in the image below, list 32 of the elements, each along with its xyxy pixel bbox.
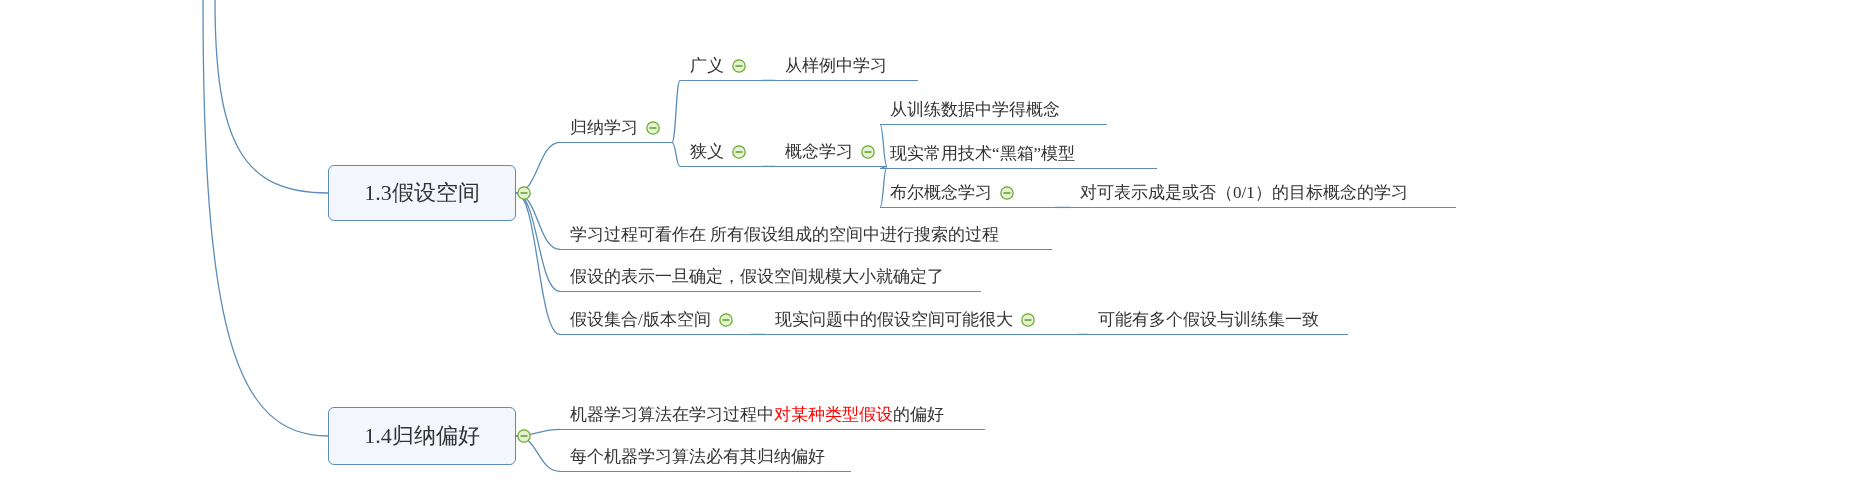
topic-text: 概念学习: [785, 142, 853, 161]
topic-text: 从样例中学习: [785, 56, 887, 75]
topic-text: 狭义: [690, 142, 724, 161]
topic-text: 归纳学习: [570, 118, 638, 137]
connector-line: [879, 165, 888, 209]
connector-line: [879, 123, 888, 168]
topic-text: 现实问题中的假设空间可能很大: [775, 310, 1013, 329]
connector-line: [1076, 333, 1089, 336]
topic-text: 假设集合/版本空间: [570, 310, 711, 329]
connector-line: [749, 333, 766, 336]
topic-text: 从训练数据中学得概念: [890, 100, 1060, 119]
topic-text: 每个机器学习算法必有其归纳偏好: [570, 447, 825, 466]
connector-line: [214, 0, 329, 194]
connector-line: [202, 0, 329, 437]
topic-text: 对可表示成是或否（0/1）的目标概念的学习: [1080, 183, 1408, 202]
topic-text: 广义: [690, 56, 724, 75]
subtopic-underline: [560, 264, 981, 292]
topic-text: 可能有多个假设与训练集一致: [1098, 310, 1319, 329]
topic-text: 现实常用技术“黑箱”模型: [890, 144, 1076, 163]
connector-line: [1054, 206, 1071, 209]
connector-line: [515, 435, 561, 473]
connector-line: [671, 141, 681, 168]
topic-text: 假设的表示一旦确定，假设空间规模大小就确定了: [570, 267, 944, 286]
topic-text: 1.3假设空间: [364, 179, 480, 207]
connector-line: [671, 79, 681, 144]
connector-line: [761, 79, 776, 82]
topic-text: 学习过程可看作在 所有假设组成的空间中进行搜索的过程: [570, 225, 1000, 244]
topic-text: 布尔概念学习: [890, 183, 992, 202]
connector-line: [879, 165, 888, 170]
topic-text: 机器学习算法在学习过程中对某种类型假设的偏好: [570, 405, 944, 424]
connector-line: [761, 165, 776, 168]
topic-text: 1.4归纳偏好: [364, 422, 480, 450]
